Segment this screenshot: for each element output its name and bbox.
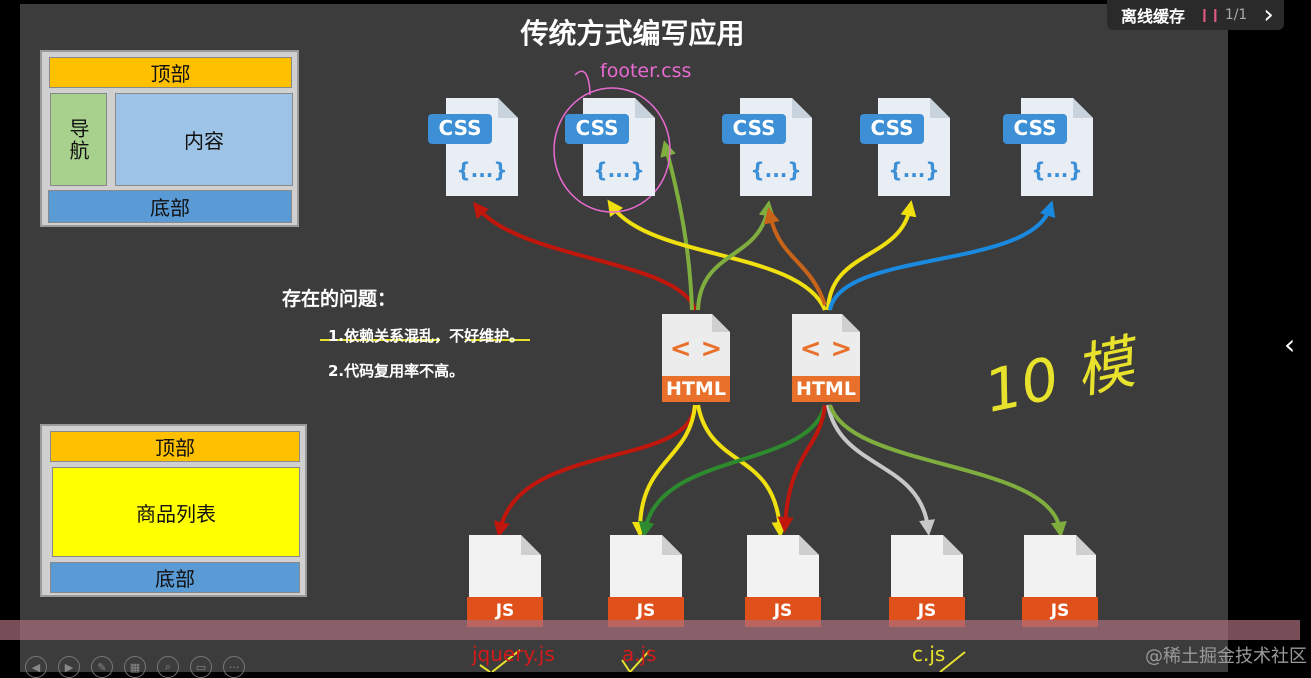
js-file-icon: JS <box>889 533 965 629</box>
css-braces: {...} <box>593 158 645 182</box>
code-brackets-icon: < > <box>669 334 723 364</box>
arrow-html2-js5 <box>828 404 1067 538</box>
check-marks <box>320 339 966 672</box>
page-indicator: 1/1 <box>1224 7 1248 23</box>
html-file-icon: < > HTML <box>790 312 862 404</box>
css-label: CSS <box>732 116 776 140</box>
problems-section: 存在的问题： 1.依赖关系混乱，不好维护。 2.代码复用率不高。 <box>282 284 524 381</box>
layout-diagram-1: 顶部 导航 内容 底部 <box>40 50 299 227</box>
js-label: JS <box>495 601 515 621</box>
css-file-icon: CSS {...} <box>565 96 657 200</box>
arrow-html2-css2 <box>607 199 827 311</box>
arrow-html1-css1 <box>472 201 697 311</box>
player-tool-button[interactable]: ◀ <box>25 656 47 678</box>
problem-item: 1.依赖关系混乱，不好维护。 <box>328 327 525 345</box>
next-button[interactable]: › <box>1263 0 1274 30</box>
offline-cache-button[interactable]: 离线缓存 <box>1121 7 1186 26</box>
html-label: HTML <box>796 378 856 400</box>
arrow-html2-js2 <box>638 404 827 538</box>
css-file-icon: CSS {...} <box>428 96 520 200</box>
css-braces: {...} <box>456 158 508 182</box>
arrow-html2-js3 <box>777 404 827 533</box>
js-label: JS <box>773 601 793 621</box>
js-file-icon: JS <box>745 533 821 629</box>
js-file-icon: JS <box>608 533 684 629</box>
arrow-html1-js1 <box>493 404 697 538</box>
arrow-html1-js2 <box>632 404 697 538</box>
layout1-nav: 导航 <box>50 93 107 186</box>
css-braces: {...} <box>888 158 940 182</box>
code-brackets-icon: < > <box>799 334 853 364</box>
css-file-icon: CSS {...} <box>860 96 952 200</box>
arrow-html2-css3 <box>763 207 827 306</box>
pink-annotation-circle <box>553 70 671 213</box>
css-label: CSS <box>438 116 482 140</box>
layout2-bottom: 底部 <box>50 562 300 593</box>
arrow-html1-js3 <box>696 404 788 538</box>
layout2-list: 商品列表 <box>52 467 300 557</box>
slide-title: 传统方式编写应用 <box>520 17 745 50</box>
js-label: JS <box>1050 601 1070 621</box>
player-tool-button[interactable]: ▦ <box>124 656 146 678</box>
css-label: CSS <box>1013 116 1057 140</box>
offline-cache-overlay: 离线缓存 ❙❙ 1/1 › <box>1107 0 1284 30</box>
problem-item: 2.代码复用率不高。 <box>328 362 465 380</box>
js-name-jquery: jquery.js <box>472 642 555 666</box>
css-label: CSS <box>870 116 914 140</box>
js-name-c: c.js <box>912 642 946 666</box>
js-label: JS <box>636 601 656 621</box>
js-file-icon: JS <box>1022 533 1098 629</box>
layout-diagram-2: 顶部 商品列表 底部 <box>40 424 307 597</box>
watermark: @稀土掘金技术社区 <box>1145 646 1307 667</box>
footer-css-label: footer.css <box>600 60 692 82</box>
layout1-bottom: 底部 <box>48 190 292 223</box>
html-file-icon: < > HTML <box>660 312 732 404</box>
player-tool-button[interactable]: ▶ <box>58 656 80 678</box>
arrow-html2-js4 <box>826 404 936 536</box>
player-tool-button[interactable]: ⌕ <box>157 656 179 678</box>
layout1-content: 内容 <box>115 93 293 186</box>
layout1-top: 顶部 <box>49 57 292 88</box>
css-braces: {...} <box>1031 158 1083 182</box>
player-tool-button[interactable]: ▭ <box>190 656 212 678</box>
player-tool-button[interactable]: ··· <box>223 656 245 678</box>
problems-heading: 存在的问题： <box>282 288 397 310</box>
arrow-html1-css2 <box>660 140 694 311</box>
css-file-icon: CSS {...} <box>1003 96 1095 200</box>
js-label: JS <box>917 601 937 621</box>
js-name-a: a.js <box>622 642 657 666</box>
player-tool-button[interactable]: ✎ <box>91 656 113 678</box>
arrow-html1-css3 <box>696 200 775 311</box>
arrow-html2-css5 <box>828 200 1056 311</box>
css-file-icon: CSS {...} <box>722 96 814 200</box>
css-label: CSS <box>575 116 619 140</box>
js-file-icon: JS <box>467 533 543 629</box>
layout2-top: 顶部 <box>50 431 300 462</box>
css-braces: {...} <box>750 158 802 182</box>
progress-band <box>0 620 1300 640</box>
arrow-html2-css4 <box>826 200 917 311</box>
prev-slide-button[interactable]: ‹ <box>1284 328 1296 361</box>
html-label: HTML <box>666 378 726 400</box>
bars-icon: ❙❙ <box>1199 7 1221 23</box>
